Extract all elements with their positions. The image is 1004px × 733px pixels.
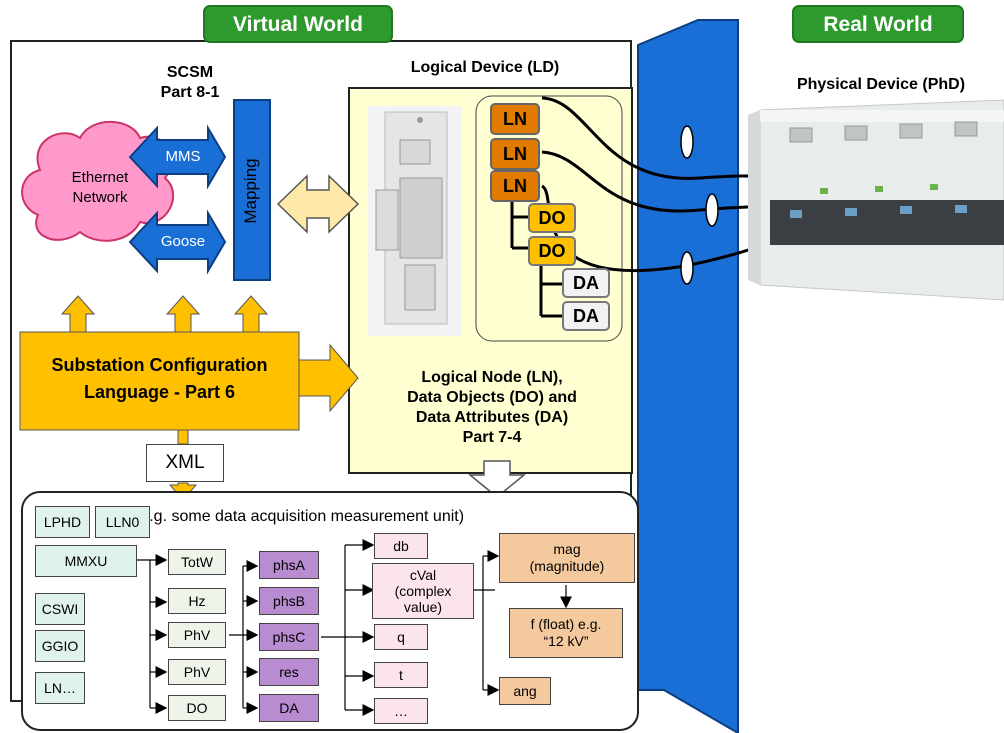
do-generic: DO <box>168 695 226 721</box>
mag-line1: mag <box>553 541 581 557</box>
switchgear-cabinet-image <box>368 106 462 336</box>
ln-more-node: LN… <box>35 672 85 704</box>
lln0-node: LLN0 <box>95 506 150 538</box>
scl-box <box>19 331 300 431</box>
do-node-1: DO <box>528 203 576 233</box>
cswi-node: CSWI <box>35 593 85 625</box>
example-caption: (e.g. some data acquisition measurement … <box>135 508 465 525</box>
do-phv-2: PhV <box>168 659 226 685</box>
cval-line2: (complex <box>394 583 452 599</box>
attr-cval: cVal (complex value) <box>372 563 474 619</box>
phase-c: phsC <box>259 623 319 651</box>
wall-port-1 <box>680 125 694 159</box>
attr-t: t <box>374 662 428 688</box>
scsm-line1: SCSM <box>166 64 214 81</box>
mmxu-node: MMXU <box>35 545 137 577</box>
ln-caption-line3: Data Attributes (DA) <box>415 409 569 426</box>
real-world-badge: Real World <box>792 5 964 43</box>
scl-right-arrow <box>298 343 359 413</box>
cval-line3: value) <box>403 599 443 615</box>
ld-tree-lines <box>510 200 562 318</box>
mms-arrow-shape <box>128 124 227 190</box>
cloud-line2: Network <box>72 189 128 206</box>
phase-da: DA <box>259 694 319 722</box>
ln-node-3: LN <box>490 170 540 202</box>
mapping-label: Mapping <box>241 158 260 224</box>
scsm-title: SCSM Part 8-1 <box>140 63 240 103</box>
da-node-2: DA <box>562 301 610 331</box>
mapping-box <box>233 99 271 281</box>
ln-node-1: LN <box>490 103 540 135</box>
ln-node-2: LN <box>490 138 540 170</box>
phase-a: phsA <box>259 551 319 579</box>
scsm-line2: Part 8-1 <box>160 84 220 101</box>
ld-down-arrow <box>467 460 527 498</box>
attr-db: db <box>374 533 428 559</box>
attr-q: q <box>374 624 428 650</box>
mag-line2: (magnitude) <box>529 558 605 574</box>
do-totw: TotW <box>168 549 226 575</box>
mag-box: mag (magnitude) <box>499 533 635 583</box>
goose-arrow-shape <box>128 209 227 275</box>
ld-title: Logical Device (LD) <box>410 59 560 76</box>
lphd-node: LPHD <box>35 506 90 538</box>
cloud-line1: Ethernet <box>71 169 129 186</box>
da-node-1: DA <box>562 268 610 298</box>
float-line2: “12 kV” <box>543 633 589 649</box>
example-tree-lines <box>137 539 572 716</box>
ln-caption-line1: Logical Node (LN), <box>421 369 563 386</box>
float-line1: f (float) e.g. <box>530 616 602 632</box>
phase-res: res <box>259 658 319 686</box>
ln-caption-line2: Data Objects (DO) and <box>407 389 577 406</box>
cval-line1: cVal <box>409 567 437 583</box>
mms-label: MMS <box>165 148 201 165</box>
ln-caption: Logical Node (LN), Data Objects (DO) and… <box>352 368 632 448</box>
scl-label: Substation Configuration Language - Part… <box>20 352 299 406</box>
phd-title: Physical Device (PhD) <box>796 76 966 93</box>
scl-up-arrow-3 <box>233 295 269 333</box>
wall-port-3 <box>680 251 694 285</box>
virtual-world-badge: Virtual World <box>203 5 393 43</box>
scl-line1: Substation Configuration <box>51 355 268 375</box>
scl-line2: Language - Part 6 <box>83 382 236 402</box>
xml-label: XML <box>146 444 224 482</box>
do-hz: Hz <box>168 588 226 614</box>
float-box: f (float) e.g. “12 kV” <box>509 608 623 658</box>
physical-switchgear-image <box>748 99 1004 301</box>
ang-box: ang <box>499 677 551 705</box>
scl-up-arrow-2 <box>165 295 201 333</box>
scl-down-stem <box>177 429 189 445</box>
do-phv-1: PhV <box>168 622 226 648</box>
ggio-node: GGIO <box>35 630 85 662</box>
attr-more: … <box>374 698 428 724</box>
phase-b: phsB <box>259 587 319 615</box>
do-node-2: DO <box>528 236 576 266</box>
wall-port-2 <box>705 193 719 227</box>
ln-caption-line4: Part 7-4 <box>462 429 522 446</box>
goose-label: Goose <box>160 233 206 250</box>
ld-mapping-arrow <box>276 174 360 234</box>
ethernet-network-label: Ethernet Network <box>40 168 160 208</box>
scl-up-arrow-1 <box>60 295 96 333</box>
